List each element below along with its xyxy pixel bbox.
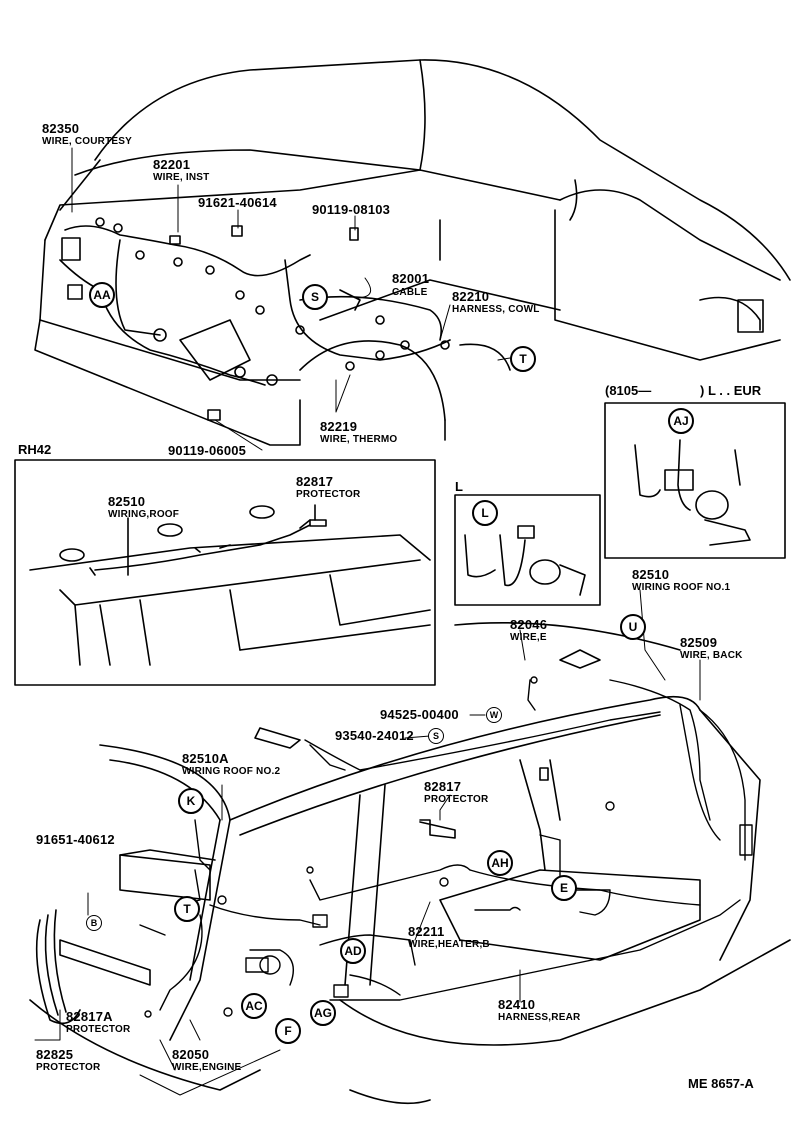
part-91621-number: 91621-40614 [198,195,277,210]
part-82825-number: 82825 [36,1047,74,1062]
part-82350-number: 82350 [42,121,80,136]
part-90119a-number: 90119-08103 [312,202,391,217]
part-82817a-number: 82817 [296,474,334,489]
bottom-leader-lines [34,589,701,1096]
section-l: L [455,479,463,494]
callout-ac: AC [241,993,267,1019]
part-82817A-name: PROTECTOR [66,1024,131,1035]
callout-w: W [486,707,502,723]
drawing-code: ME 8657-A [688,1076,754,1091]
callout-ah: AH [487,850,513,876]
part-82211-name: WIRE,HEATER,B [408,939,490,950]
callout-aj: AJ [668,408,694,434]
callout-ad: AD [340,938,366,964]
part-82001-number: 82001 [392,271,430,286]
rh42-panel [14,459,436,686]
part-82211-number: 82211 [408,924,445,939]
part-82510-name: WIRING,ROOF [108,509,180,520]
part-82219-number: 82219 [320,419,358,434]
part-82510A-number: 82510A [182,751,229,766]
part-82509-number: 82509 [680,635,718,650]
part-82410-number: 82410 [498,997,536,1012]
part-82817A-number: 82817A [66,1009,113,1024]
part-82210-name: HARNESS, COWL [452,304,540,315]
part-82050-name: WIRE,ENGINE [172,1062,242,1073]
part-82001-name: CABLE [392,287,428,298]
part-82210-number: 82210 [452,289,490,304]
section-rh42: RH42 [18,442,52,457]
part-82510-number: 82510 [108,494,146,509]
part-91651-number: 91651-40612 [36,832,115,847]
part-90119b-number: 90119-06005 [168,443,247,458]
callout-t-rear: T [174,896,200,922]
part-82825-name: PROTECTOR [36,1062,101,1073]
callout-u: U [620,614,646,640]
part-82350-name: WIRE, COURTESY [42,136,133,147]
callout-k: K [178,788,204,814]
part-82410-name: HARNESS,REAR [498,1012,581,1023]
part-94525-number: 94525-00400 [380,707,459,722]
part-82817b-name: PROTECTOR [424,794,489,805]
front-cab-illustration [34,59,791,446]
part-82201-number: 82201 [153,157,191,172]
part-82509-name: WIRE, BACK [680,650,743,661]
callout-l: L [472,500,498,526]
part-82510A-name: WIRING ROOF NO.2 [182,766,281,777]
rear-harness-wiring [139,676,753,1018]
callout-aa: AA [89,282,115,308]
part-82510b-number: 82510 [632,567,670,582]
part-82050-number: 82050 [172,1047,210,1062]
part-93540-number: 93540-24012 [335,728,414,743]
section-eur-suffix: ) L . . EUR [700,383,762,398]
l-detail-panel [454,494,601,606]
part-82046-number: 82046 [510,617,548,632]
callout-e: E [551,875,577,901]
callout-ag: AG [310,1000,336,1026]
callout-s-bolt: S [428,728,444,744]
part-82046-name: WIRE,E [510,632,547,643]
section-eur-prefix: (8105— [605,383,652,398]
top-leader-lines [71,147,511,451]
part-82817a-name: PROTECTOR [296,489,361,500]
callout-f: F [275,1018,301,1044]
part-82201-name: WIRE, INST [153,172,210,183]
part-82817b-number: 82817 [424,779,462,794]
eur-detail-panel [604,402,786,559]
rear-body-illustration [29,622,791,1105]
callout-t: T [510,346,536,372]
part-82510b-name: WIRING ROOF NO.1 [632,582,731,593]
callout-s: S [302,284,328,310]
callout-b: B [86,915,102,931]
part-82219-name: WIRE, THERMO [320,434,398,445]
